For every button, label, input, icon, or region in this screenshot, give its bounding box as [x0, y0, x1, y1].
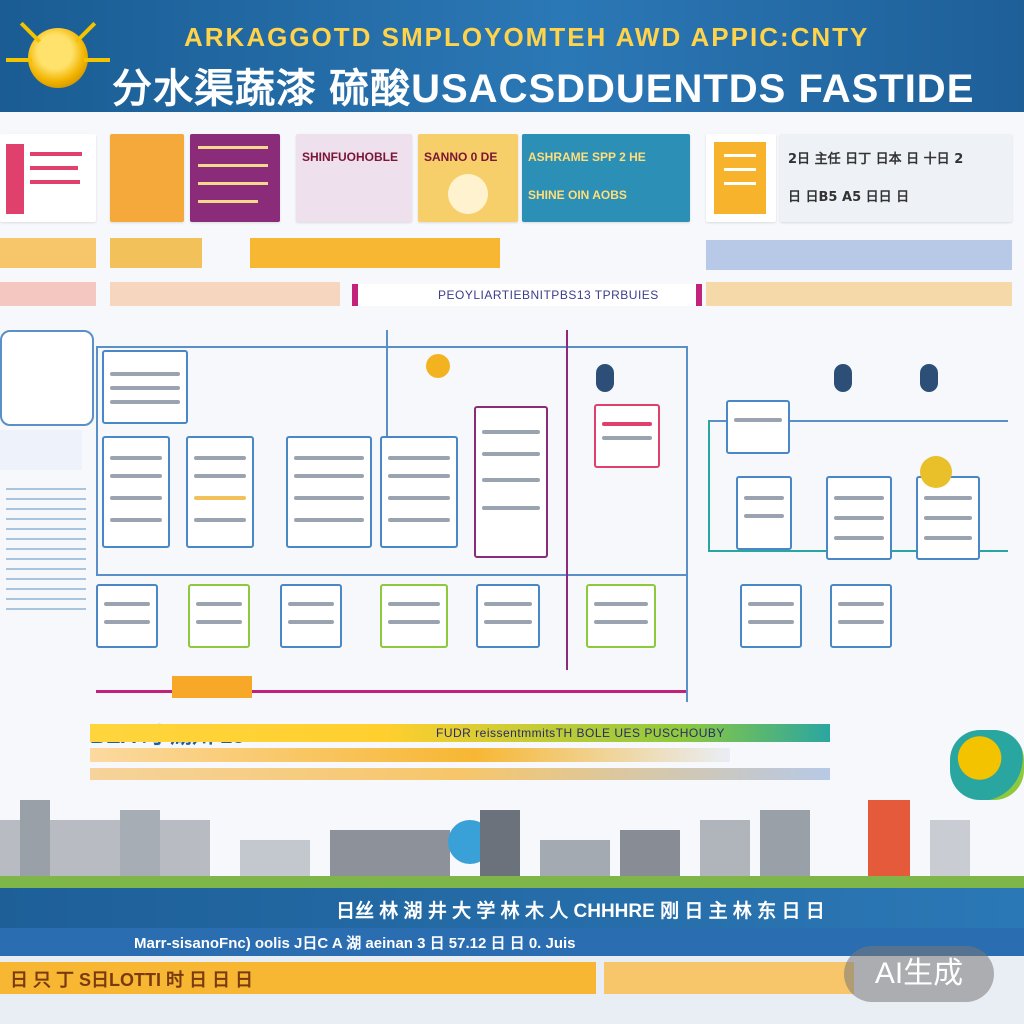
footer-line-2: Marr-sisanoFnc) oolis J日C A 湖 aeinan 3 日… — [134, 935, 576, 952]
flow-node — [286, 436, 372, 548]
bulb-icon — [920, 364, 938, 392]
purple-card — [190, 134, 280, 222]
info-card-1: SHINFUOHOBLE — [296, 134, 412, 222]
notice-line: 2日 主任 日丁 日本 日 十日 2 — [788, 152, 964, 167]
flow-node — [186, 436, 254, 548]
bulb-icon — [596, 364, 614, 392]
flow-node — [740, 584, 802, 648]
footer-line-1: 日丝 林 湖 井 大 学 林 木 人 CHHHRE 刚 日 主 林 东 日 日 — [336, 901, 825, 922]
strip — [110, 238, 202, 268]
connector — [566, 330, 568, 670]
flow-node — [474, 406, 548, 558]
strip — [110, 282, 340, 306]
flow-node — [188, 584, 250, 648]
flow-node — [280, 584, 342, 648]
sidebar-text-lines — [6, 480, 86, 618]
header-title: 分水渠蔬漆 硫酸USACSDDUENTDS FASTIDE — [112, 67, 975, 111]
process-band: PEOYLIARTIEBNITPBS13 TPRBUIES — [352, 284, 702, 306]
process-band-title: PEOYLIARTIEBNITPBS13 TPRBUIES — [438, 288, 659, 302]
flow-node — [102, 436, 170, 548]
notice-card: 2日 主任 日丁 日本 日 十日 2 日 日B5 A5 日日 日 — [780, 134, 1012, 222]
footer-bar-1: 日丝 林 湖 井 大 学 林 木 人 CHHHRE 刚 日 主 林 东 日 日 — [0, 888, 1024, 928]
connector — [96, 574, 688, 576]
city-skyline — [0, 800, 1024, 890]
puzzle-icon — [950, 730, 1024, 800]
card-label: SHINFUOHOBLE — [302, 150, 398, 164]
bulb-icon — [834, 364, 852, 392]
sun-rays — [0, 0, 120, 112]
flow-node — [594, 404, 660, 468]
strip — [0, 282, 96, 306]
flow-node — [96, 584, 158, 648]
card-label: SANNO 0 DE — [424, 150, 498, 164]
strip — [90, 768, 830, 780]
card-label: SHINE OIN AOBS — [528, 188, 627, 202]
flow-node — [736, 476, 792, 550]
strip — [706, 282, 1012, 306]
connector — [686, 346, 688, 702]
strip — [706, 240, 1012, 270]
flow-node — [380, 584, 448, 648]
flow-node — [830, 584, 892, 648]
truck-icon — [172, 676, 252, 698]
flow-node — [826, 476, 892, 560]
info-card-3: ASHRAME SPP 2 HE SHINE OIN AOBS — [522, 134, 690, 222]
flow-node — [476, 584, 540, 648]
flow-node — [726, 400, 790, 454]
highlight-band: FUDR reissentmmitsTH BOLE UES PUSCHOUBY — [90, 724, 830, 742]
connector — [708, 420, 1008, 422]
notice-line: 日 日B5 A5 日日 日 — [788, 190, 910, 205]
header-banner — [0, 0, 1024, 112]
strip — [250, 238, 500, 268]
flow-node — [380, 436, 458, 548]
connector — [96, 690, 686, 693]
legend-box — [0, 430, 82, 470]
connector — [386, 330, 388, 490]
flow-node — [916, 476, 980, 560]
connector — [96, 346, 688, 348]
flow-node — [586, 584, 656, 648]
orange-card — [110, 134, 184, 222]
doc-icon-card — [706, 134, 776, 222]
header-subtitle: ARKAGGOTD SMPLOYOMTEH AWD APPIC:CNTY — [184, 22, 870, 52]
ai-generated-badge: AI生成 — [844, 946, 994, 1002]
doc-card-left — [0, 134, 96, 222]
card-label: ASHRAME SPP 2 HE — [528, 150, 646, 164]
footer-line-3: 日 只 丁 S日LOTTI 时 日 日 日 — [10, 970, 253, 990]
connector — [708, 420, 710, 550]
speech-box — [0, 330, 94, 426]
highlight-band-title: FUDR reissentmmitsTH BOLE UES PUSCHOUBY — [436, 726, 725, 740]
strip — [90, 748, 730, 762]
info-card-2: SANNO 0 DE — [418, 134, 518, 222]
gear-icon — [426, 354, 450, 378]
strip — [0, 238, 96, 268]
flow-node — [102, 350, 188, 424]
coin-icon — [920, 456, 952, 488]
connector — [96, 346, 98, 576]
